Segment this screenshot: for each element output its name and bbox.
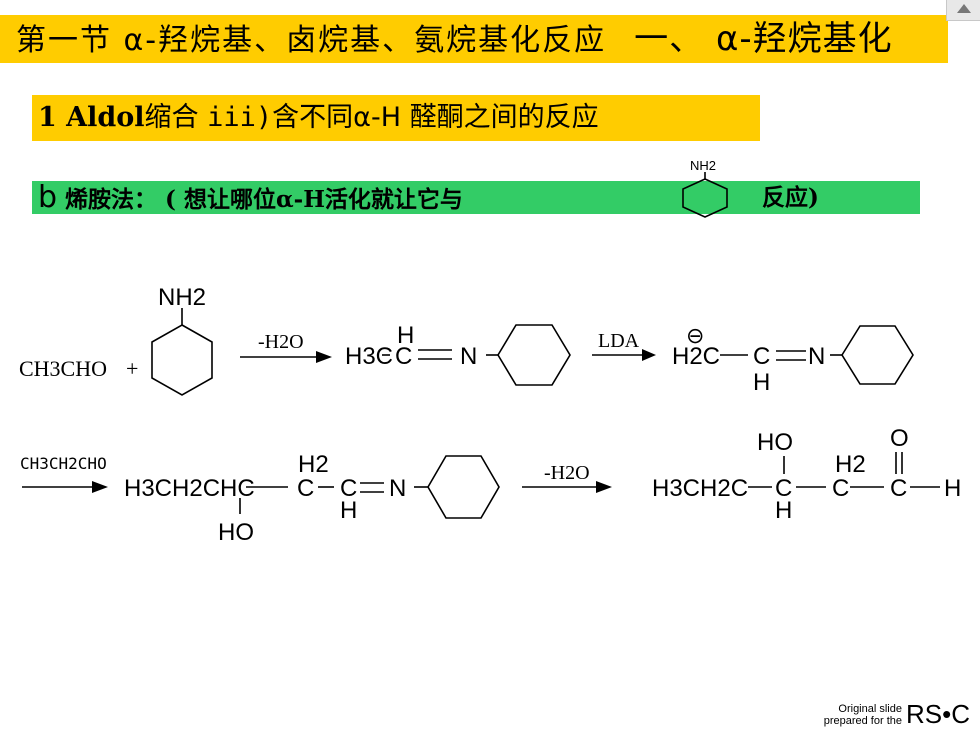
carbanion-charge: ⊖ (686, 323, 704, 348)
credit-line2: prepared for the (823, 715, 902, 727)
subtitle-numbering: iii) (207, 102, 273, 133)
product-carbon3: C (890, 475, 907, 502)
amine-label: NH2 (158, 284, 206, 311)
intermediate-h2: H2 (298, 451, 329, 478)
intermediate-chain: H3CH2CHC (124, 475, 255, 502)
intermediate-ch2-carbon: C (297, 475, 314, 502)
rsc-logo: RS•C (906, 699, 970, 729)
acetaldehyde: CH3CHO (19, 356, 107, 381)
product-hydroxyl: HO (757, 429, 793, 456)
imine-carbon: C (395, 343, 412, 370)
footer-credit: Original slide prepared for the RS•C (824, 701, 970, 727)
slide-title: 第一节 α-羟烷基、卤烷基、氨烷基化反应 (16, 23, 607, 58)
product-carbon2: C (832, 475, 849, 502)
product-chain: H3CH2C (652, 475, 748, 502)
arrow3-label: -H2O (544, 462, 590, 484)
product-oxygen: O (890, 425, 909, 452)
plus-sign: + (126, 356, 138, 381)
intermediate-c3-h: H (340, 497, 357, 524)
imine-hydrogen: H (397, 322, 414, 349)
imine-nitrogen: N (460, 343, 477, 370)
triangle-up-icon (957, 4, 971, 13)
amine-cyclohexane (151, 324, 213, 396)
product-h2: H2 (835, 451, 866, 478)
subtitle-description: 含不同α-H 醛酮之间的反应 (272, 102, 599, 133)
subtitle-condensation: 缩合 (144, 102, 208, 133)
imine-methyl: H3C (345, 343, 393, 370)
arrow2-label: LDA (598, 330, 640, 352)
product-carbon1: C (775, 475, 792, 502)
anion-cyclohexane (841, 325, 914, 385)
subtitle-band: 1 Aldol缩合 iii)含不同α-H 醛酮之间的反应 (32, 95, 760, 141)
band-cyclohexane (682, 178, 728, 218)
section-title: 一、 α-羟烷基化 (634, 19, 893, 59)
propanal-reagent: CH3CH2CHO (20, 454, 107, 473)
anion-nitrogen: N (808, 343, 825, 370)
imine-cyclohexane (497, 324, 571, 386)
credit-text: Original slide prepared for the (824, 703, 902, 727)
method-band: b 烯胺法： ( 想让哪位α-H活化就让它与 反应) (32, 181, 920, 214)
anion-carbon: C (753, 343, 770, 370)
slide-title-band: 第一节 α-羟烷基、卤烷基、氨烷基化反应一、 α-羟烷基化 (0, 15, 948, 63)
arrow1-label: -H2O (258, 331, 304, 353)
scroll-up-button[interactable] (946, 0, 980, 21)
product-hydrogen: H (775, 497, 792, 524)
intermediate-c3: C (340, 475, 357, 502)
band-amine-label: NH2 (690, 158, 716, 173)
intermediate-cyclohexane (427, 455, 500, 519)
intermediate-nitrogen: N (389, 475, 406, 502)
anion-ch2: H2C (672, 343, 720, 370)
product-hydrogen-end: H (944, 475, 961, 502)
intermediate-hydroxyl: HO (218, 519, 254, 546)
credit-line1: Original slide (838, 703, 902, 715)
method-end: 反应) (762, 184, 819, 211)
anion-hydrogen: H (753, 369, 770, 396)
method-text: 烯胺法： ( 想让哪位α-H活化就让它与 (57, 186, 463, 213)
subtitle-aldol: 1 Aldol (38, 102, 145, 133)
method-letter: b (38, 180, 58, 215)
